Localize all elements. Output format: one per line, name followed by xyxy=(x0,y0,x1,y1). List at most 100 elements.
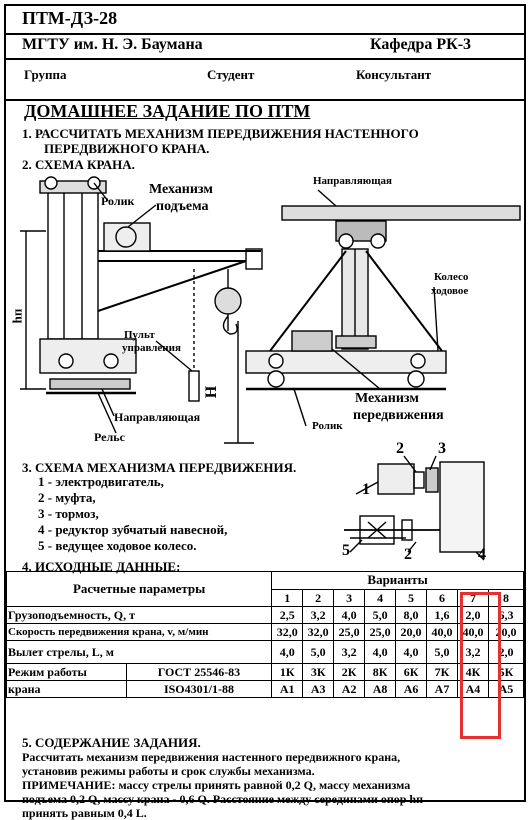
label-wheel-1: Колесо xyxy=(434,271,469,283)
crane-scheme-heading: 2. СХЕМА КРАНА. xyxy=(22,157,135,172)
group-label: Группа xyxy=(24,67,67,82)
university-name: МГТУ им. Н. Э. Баумана xyxy=(22,36,203,53)
table-cell: А2 xyxy=(333,680,366,698)
callout-5: 5 xyxy=(342,542,350,559)
table-cell: 25,0 xyxy=(333,623,366,641)
label-roller-right: Ролик xyxy=(312,420,343,432)
student-label: Студент xyxy=(207,67,255,82)
table-cell: А8 xyxy=(364,680,397,698)
table-row: Грузоподъемность, Q, т 2,5 3,2 4,0 5,0 8… xyxy=(5,606,525,624)
table-cell: 4,0 xyxy=(364,640,397,664)
top-guide xyxy=(281,205,521,221)
note-line: ПРИМЕЧАНИЕ: массу стрелы принять равной … xyxy=(22,778,411,792)
label-wheel-2: ходовое xyxy=(431,285,469,297)
selected-variant-highlight xyxy=(460,592,501,739)
mech-scheme-heading: 3. СХЕМА МЕХАНИЗМА ПЕРЕДВИЖЕНИЯ. xyxy=(22,460,297,475)
content-heading: 5. СОДЕРЖАНИЕ ЗАДАНИЯ. xyxy=(22,735,201,750)
note-line: подъема 0,2 Q, массу крана - 0,6 Q. Расс… xyxy=(22,792,424,806)
list-item: 4 - редуктор зубчатый навесной, xyxy=(38,522,228,537)
table-cell: 20,0 xyxy=(487,623,525,641)
table-cell: 2,0 xyxy=(487,640,525,664)
variant-number: 2 xyxy=(302,588,335,607)
table-cell: А1 xyxy=(271,680,304,698)
crane-scheme-drawing xyxy=(20,176,521,444)
consultant-label: Консультант xyxy=(356,67,432,82)
divider xyxy=(6,33,524,35)
table-cell: 6К xyxy=(395,663,428,681)
label-control-2: управления xyxy=(122,342,181,354)
sheet-code: ПТМ-ДЗ-28 xyxy=(22,8,118,28)
mech-parts-list: 1 - электродвигатель, 2 - муфта, 3 - тор… xyxy=(38,474,227,554)
params-header: Расчетные параметры xyxy=(5,571,273,607)
variant-number: 4 xyxy=(364,588,397,607)
callout-3: 3 xyxy=(438,440,446,457)
table-cell: 4К xyxy=(456,663,489,681)
table-cell: 2К xyxy=(333,663,366,681)
table-cell: 5,0 xyxy=(302,640,335,664)
table-cell: 4,0 xyxy=(271,640,304,664)
label-travel-mech-2: передвижения xyxy=(353,408,444,423)
variants-header: Варианты xyxy=(271,571,524,590)
mechanism-drawing xyxy=(344,455,485,561)
table-cell: 5,0 xyxy=(426,640,458,664)
label-rail: Рельс xyxy=(94,430,125,444)
table-cell: А5 xyxy=(487,680,525,698)
row-label: Грузоподъемность, Q, т xyxy=(5,606,273,624)
bottom-beam xyxy=(245,350,447,374)
note-line: принять равным 0,4 L. xyxy=(22,806,147,820)
table-row: Скорость передвижения крана, v, м/мин 32… xyxy=(5,623,525,641)
initial-data-heading: 4. ИСХОДНЫЕ ДАННЫЕ: xyxy=(22,559,181,574)
callout-2: 2 xyxy=(396,440,404,457)
label-hp: hп xyxy=(9,308,25,324)
table-row: крана ISO4301/1-88 А1 А3 А2 А8 А6 А7 А4 … xyxy=(6,680,525,698)
table-row: Режим работы ГОСТ 25546-83 1К 3К 2К 8К 6… xyxy=(6,663,525,681)
standard-name: ГОСТ 25546-83 xyxy=(125,663,273,681)
table-cell: 3,2 xyxy=(302,606,335,624)
table-cell: А7 xyxy=(426,680,458,698)
parameters-table: Расчетные параметры Варианты 1 2 3 4 5 6… xyxy=(5,571,525,698)
table-cell: 8К xyxy=(364,663,397,681)
table-cell: А3 xyxy=(302,680,335,698)
content-line: установив режимы работы и срок службы ме… xyxy=(22,764,315,778)
table-cell: 4,0 xyxy=(333,606,366,624)
variant-number: 6 xyxy=(426,588,458,607)
table-cell: А6 xyxy=(395,680,428,698)
list-item: 3 - тормоз, xyxy=(38,506,99,521)
department-name: Кафедра РК-3 xyxy=(370,36,472,53)
standard-name: ISO4301/1-88 xyxy=(125,680,273,698)
variant-number: 5 xyxy=(395,588,428,607)
table-cell: 3К xyxy=(302,663,335,681)
table-cell: 5,0 xyxy=(364,606,397,624)
table-cell: 2,5 xyxy=(271,606,304,624)
list-item: 2 - муфта, xyxy=(38,490,96,505)
row-label: Режим работы xyxy=(6,663,127,681)
table-cell: 4,0 xyxy=(395,640,428,664)
page-title: ДОМАШНЕЕ ЗАДАНИЕ ПО ПТМ xyxy=(24,101,311,121)
callout-4: 4 xyxy=(478,546,486,563)
label-guide-bottom: Направляющая xyxy=(114,410,201,424)
table-cell: 8,0 xyxy=(395,606,428,624)
table-cell: 1К xyxy=(271,663,304,681)
variant-number: 3 xyxy=(333,588,366,607)
table-cell: 20,0 xyxy=(395,623,428,641)
list-item: 5 - ведущее ходовое колесо. xyxy=(38,538,197,553)
task-line-1: 1. РАССЧИТАТЬ МЕХАНИЗМ ПЕРЕДВИЖЕНИЯ НАСТ… xyxy=(22,126,419,141)
label-lift-mech-2: подъема xyxy=(156,199,209,214)
label-travel-mech-1: Механизм xyxy=(355,391,419,406)
table-cell: 1,6 xyxy=(426,606,458,624)
label-guide-top: Направляющая xyxy=(313,175,392,187)
variant-number: 1 xyxy=(271,588,304,607)
table-cell: 7К xyxy=(426,663,458,681)
table-cell: 40,0 xyxy=(456,623,489,641)
label-h: H xyxy=(203,385,221,399)
label-control-1: Пульт xyxy=(124,329,155,341)
label-roller-top: Ролик xyxy=(101,194,135,208)
wall-column xyxy=(47,188,99,340)
task-sheet: ПТМ-ДЗ-28 МГТУ им. Н. Э. Баумана Кафедра… xyxy=(4,4,526,820)
table-cell: 5К xyxy=(487,663,525,681)
callout-1: 1 xyxy=(362,481,370,498)
divider xyxy=(6,58,524,60)
row-label: крана xyxy=(6,680,127,698)
divider xyxy=(6,99,524,101)
table-cell: 25,0 xyxy=(364,623,397,641)
